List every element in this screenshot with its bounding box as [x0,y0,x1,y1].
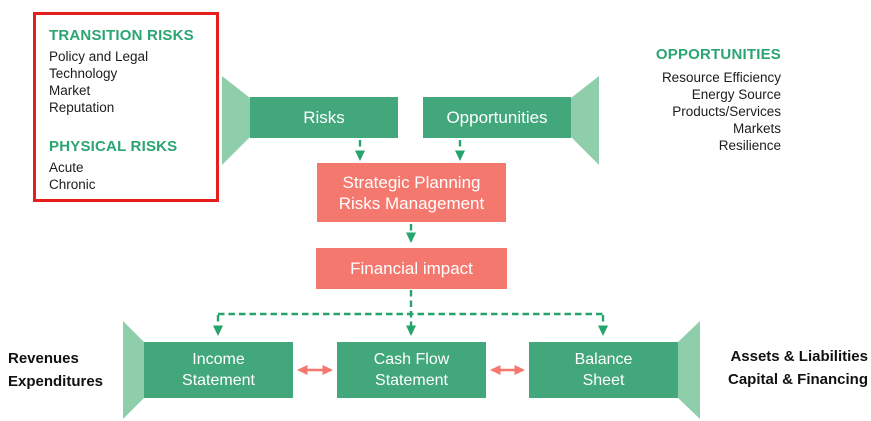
legend-item-reputation: Reputation [49,100,115,115]
legend-item-policy-legal: Policy and Legal [49,49,149,64]
capital-financing-label: Capital & Financing [727,371,868,388]
financial-impact-node: Financial impact [316,248,507,289]
legend-item-resilience: Resilience [718,138,781,153]
income-statement-node: Income Statement [144,342,293,398]
risks-node-label: Risks [303,108,345,127]
revenues-expenditures-label: Revenues Expenditures [8,347,103,393]
legend-item-markets: Markets [732,121,781,136]
balance-sheet-label-line1: Balance [574,351,633,368]
funnel-left-bottom [123,321,144,419]
expenditures-label: Expenditures [8,373,104,390]
funnel-left-top [222,76,250,165]
risks-node: Risks [250,97,398,138]
income-statement-label-line2: Statement [182,372,255,389]
income-statement-label-line1: Income [192,351,245,368]
cash-flow-statement-label-line2: Statement [375,372,448,389]
opportunities-node-label: Opportunities [446,108,548,127]
cash-flow-statement-node: Cash Flow Statement [337,342,486,398]
legend-item-market: Market [49,83,91,98]
revenues-label: Revenues [8,350,79,367]
assets-liabilities-label: Assets & Liabilities [730,348,868,365]
opportunities-legend: OPPORTUNITIES Resource Efficiency Energy… [656,46,781,154]
opportunities-heading: OPPORTUNITIES [655,46,781,63]
strategic-planning-label-line1: Strategic Planning [342,172,481,192]
funnel-right-bottom [678,321,700,419]
legend-item-chronic: Chronic [49,177,96,192]
strategic-planning-label-line2: Risks Management [338,193,485,213]
legend-item-technology: Technology [49,66,118,81]
legend-item-resource-efficiency: Resource Efficiency [661,70,781,85]
legend-item-products-services: Products/Services [672,104,781,119]
cash-flow-statement-label-line1: Cash Flow [373,351,450,368]
balance-sheet-node: Balance Sheet [529,342,678,398]
legend-item-acute: Acute [49,160,84,175]
risk-types-legend: TRANSITION RISKS Policy and Legal Techno… [33,12,219,202]
financial-impact-label: Financial impact [350,259,473,278]
balance-sheet-label-line2: Sheet [582,372,625,389]
opportunities-node: Opportunities [423,97,571,138]
funnel-right-top [571,76,599,165]
transition-risks-heading: TRANSITION RISKS [49,27,194,44]
legend-item-energy-source: Energy Source [691,87,781,102]
assets-capital-label: Assets & Liabilities Capital & Financing [728,345,868,391]
strategic-planning-node: Strategic Planning Risks Management [317,163,506,222]
physical-risks-heading: PHYSICAL RISKS [49,138,178,155]
